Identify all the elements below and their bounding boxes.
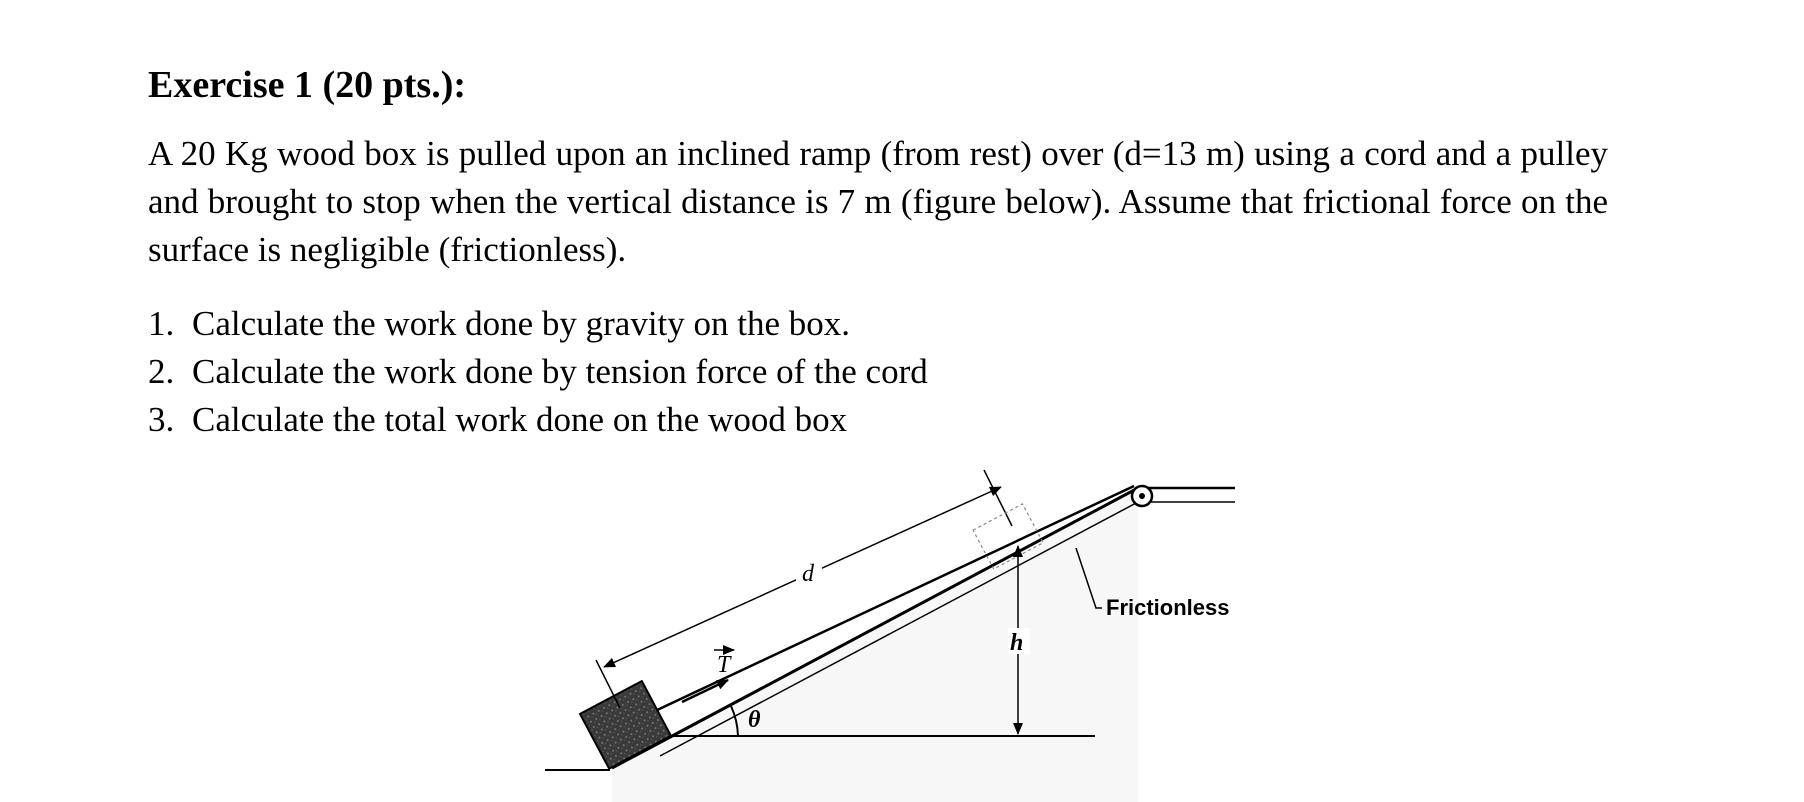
- task-text: Calculate the total work done on the woo…: [192, 400, 848, 439]
- height-label: h: [1010, 630, 1023, 656]
- distance-tick-left: [595, 659, 621, 709]
- problem-statement: A 20 Kg wood box is pulled upon an incli…: [148, 134, 1608, 269]
- distance-label: d: [802, 561, 815, 587]
- tension-label: T: [717, 652, 732, 678]
- distance-label-gap: [796, 563, 822, 585]
- task-text: Calculate the work done by tension force…: [192, 352, 928, 391]
- exercise-title: Exercise 1 (20 pts.):: [148, 64, 467, 106]
- task-list: 1. Calculate the work done by gravity on …: [148, 300, 928, 444]
- pulley-axle: [1139, 493, 1145, 499]
- angle-label: θ: [748, 707, 761, 733]
- wood-box: [578, 679, 673, 771]
- task-item: 2. Calculate the work done by tension for…: [148, 348, 928, 396]
- tension-arrow: [681, 678, 729, 704]
- distance-tick-right: [983, 469, 1013, 527]
- angle-arc: [730, 705, 739, 737]
- task-number: 3.: [148, 400, 175, 439]
- frictionless-label: Frictionless: [1106, 595, 1229, 620]
- task-number: 1.: [148, 304, 175, 343]
- task-item: 1. Calculate the work done by gravity on …: [148, 300, 928, 348]
- ramp-body: [612, 488, 1138, 802]
- frictionless-leader: [1075, 547, 1102, 609]
- task-number: 2.: [148, 352, 175, 391]
- task-text: Calculate the work done by gravity on th…: [192, 304, 851, 343]
- task-item: 3. Calculate the total work done on the w…: [148, 396, 928, 444]
- height-label-gap: [1008, 628, 1030, 654]
